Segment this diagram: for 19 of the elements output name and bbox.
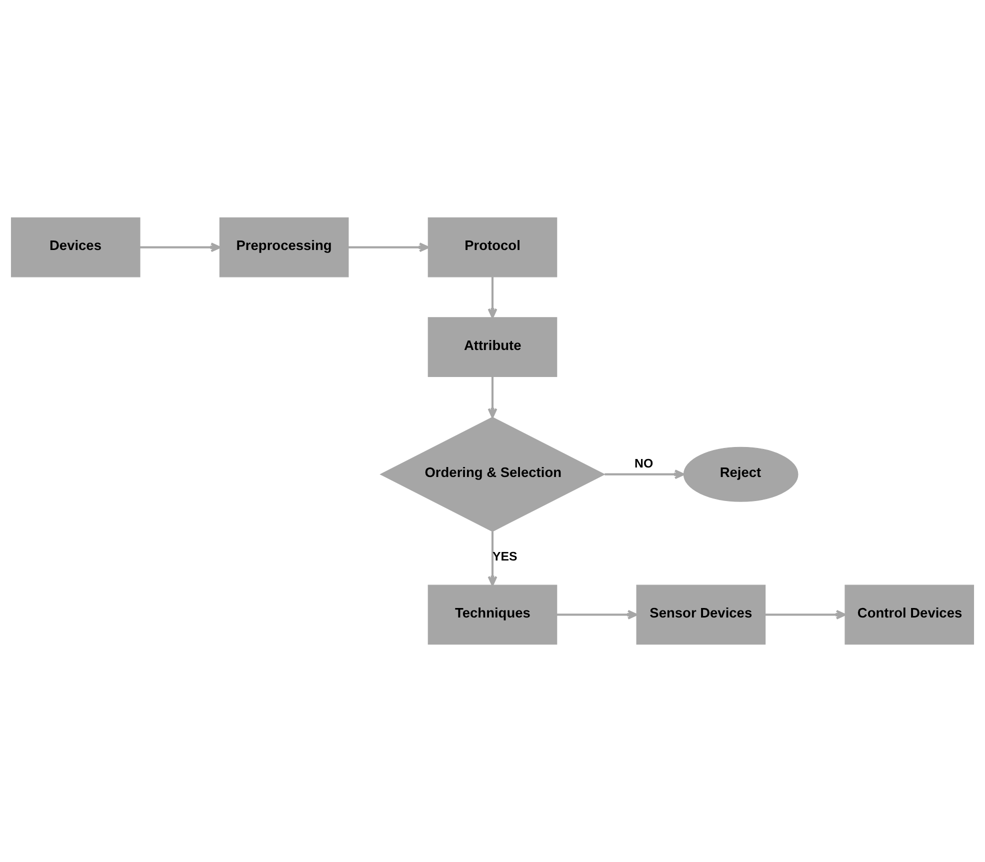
node-box: Protocol (428, 217, 558, 278)
arrow (488, 376, 498, 418)
node-diamond: Ordering & Selection (380, 416, 606, 532)
arrow (348, 242, 430, 252)
arrow (140, 242, 221, 252)
arrow (765, 610, 846, 620)
node-box: Preprocessing (219, 217, 349, 278)
arrow (556, 610, 638, 620)
node-ellipse: Reject (683, 446, 798, 502)
node-box: Techniques (428, 584, 558, 645)
arrow (488, 532, 498, 586)
node-box: Attribute (428, 317, 558, 377)
node-box: Sensor Devices (636, 584, 766, 645)
arrow (604, 470, 684, 480)
node-box: Devices (10, 217, 140, 278)
arrow (488, 277, 498, 318)
edge-label: YES (492, 550, 518, 564)
edge-label: NO (634, 456, 654, 471)
node-box: Control Devices (844, 584, 974, 645)
